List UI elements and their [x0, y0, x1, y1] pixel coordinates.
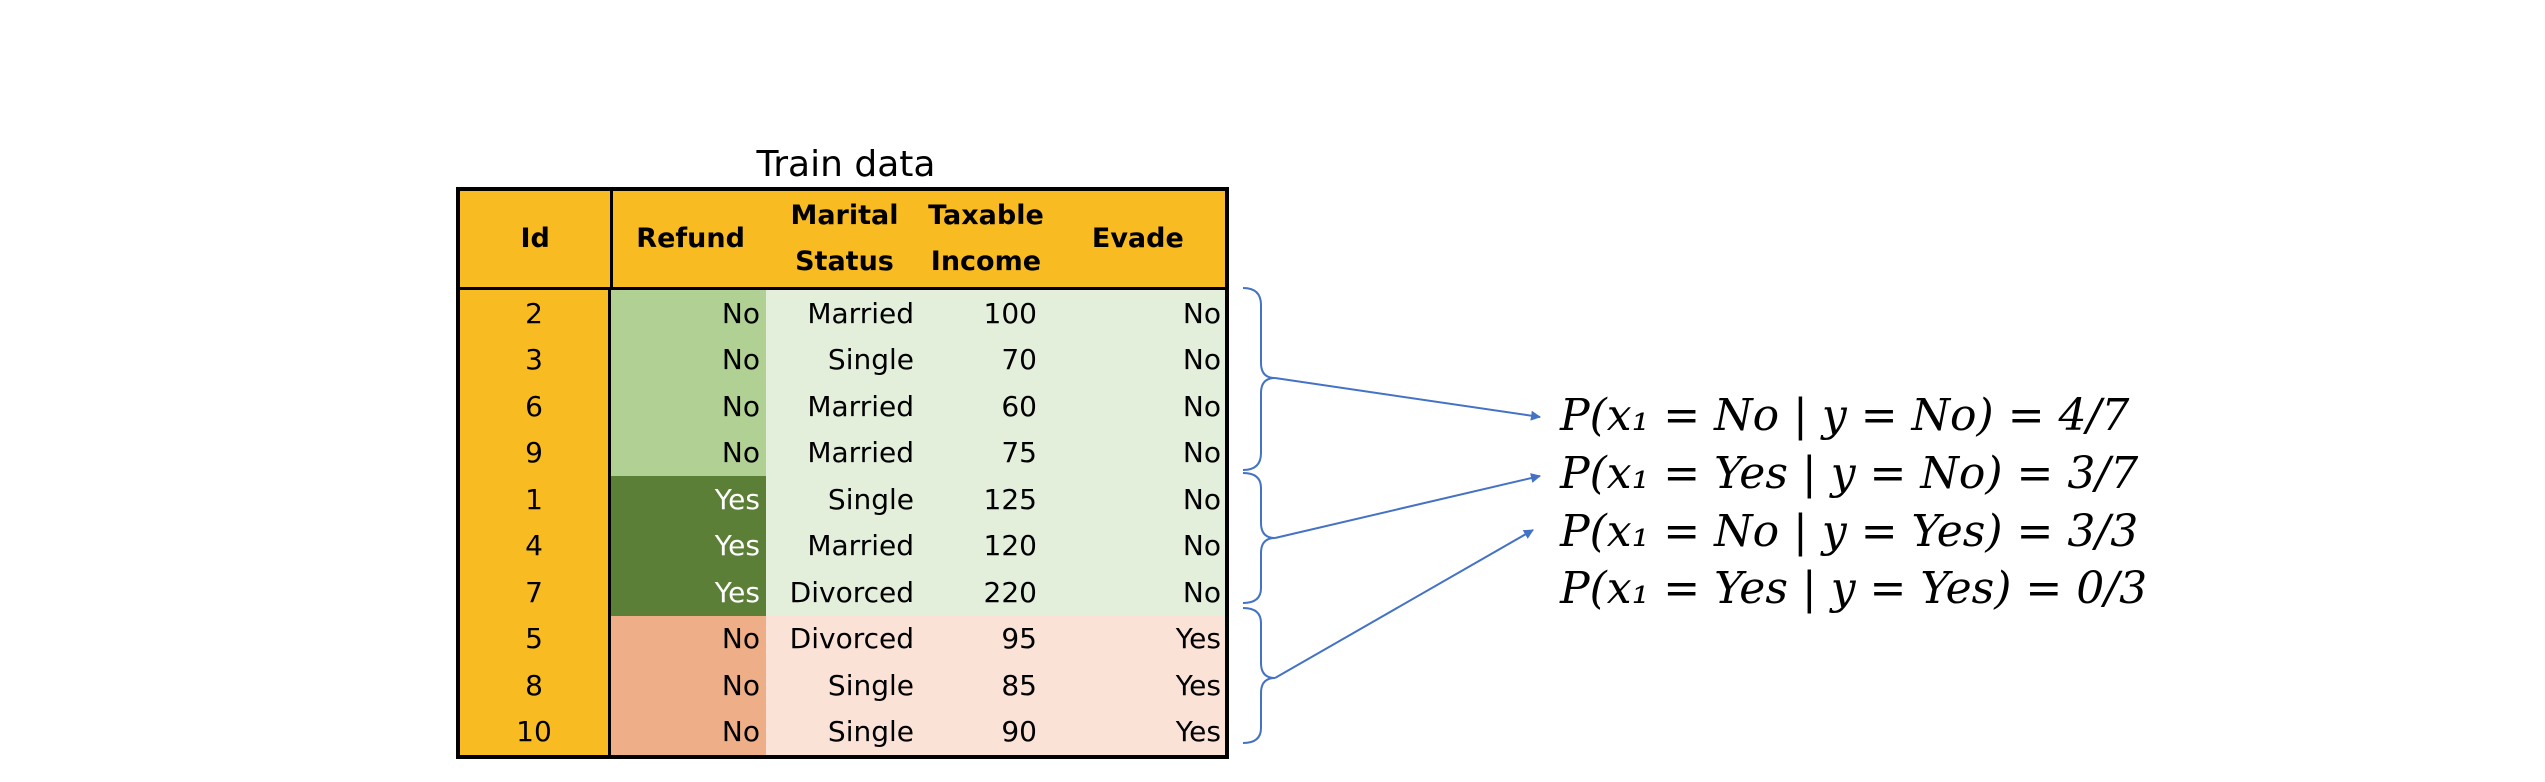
cell-taxable-income: 95 [920, 615, 1050, 662]
cell-taxable-income: 70 [920, 336, 1050, 383]
cell-taxable-income: 120 [920, 522, 1050, 569]
header-marital-status: Marital Status [790, 200, 899, 277]
cell-taxable-income: 125 [920, 476, 1050, 523]
table-title: Train data [756, 143, 936, 185]
brace-yes-no [1242, 472, 1276, 604]
table-header: Id Refund Marital Status Taxable Income … [460, 191, 1225, 290]
cell-evade: No [1050, 569, 1225, 616]
cell-taxable-income: 60 [920, 383, 1050, 430]
cell-evade: No [1050, 429, 1225, 476]
cell-refund: Yes [611, 569, 766, 616]
cell-marital-status: Married [766, 429, 920, 476]
cell-marital-status: Single [766, 662, 920, 709]
cell-refund: No [611, 429, 766, 476]
cell-refund: No [611, 383, 766, 430]
cell-refund: Yes [611, 522, 766, 569]
arrow-to-eq2 [1274, 473, 1541, 539]
cell-marital-status: Married [766, 522, 920, 569]
cell-marital-status: Single [766, 708, 920, 755]
brace-evade-yes [1242, 607, 1276, 744]
cell-marital-status: Married [766, 290, 920, 337]
header-refund: Refund [636, 223, 745, 254]
header-taxable-income: Taxable Income [928, 200, 1044, 277]
cell-taxable-income: 85 [920, 662, 1050, 709]
cell-refund: Yes [611, 476, 766, 523]
cell-id: 10 [460, 708, 611, 755]
equation-1: P(x₁ = No | y = No) = 4/7 [1560, 390, 2130, 441]
equation-2: P(x₁ = Yes | y = No) = 3/7 [1560, 448, 2139, 499]
arrow-to-eq3 [1274, 529, 1534, 679]
equation-3: P(x₁ = No | y = Yes) = 3/3 [1560, 506, 2139, 557]
cell-evade: No [1050, 383, 1225, 430]
cell-refund: No [611, 290, 766, 337]
cell-marital-status: Single [766, 476, 920, 523]
cell-taxable-income: 100 [920, 290, 1050, 337]
cell-id: 1 [460, 476, 611, 523]
cell-refund: No [611, 708, 766, 755]
cell-refund: No [611, 336, 766, 383]
cell-taxable-income: 220 [920, 569, 1050, 616]
cell-marital-status: Divorced [766, 615, 920, 662]
cell-evade: No [1050, 336, 1225, 383]
cell-evade: No [1050, 522, 1225, 569]
cell-evade: No [1050, 476, 1225, 523]
cell-taxable-income: 90 [920, 708, 1050, 755]
cell-evade: Yes [1050, 662, 1225, 709]
cell-id: 8 [460, 662, 611, 709]
cell-evade: No [1050, 290, 1225, 337]
equation-4: P(x₁ = Yes | y = Yes) = 0/3 [1560, 563, 2148, 614]
cell-id: 2 [460, 290, 611, 337]
cell-id: 9 [460, 429, 611, 476]
cell-id: 7 [460, 569, 611, 616]
cell-id: 5 [460, 615, 611, 662]
cell-evade: Yes [1050, 615, 1225, 662]
cell-id: 4 [460, 522, 611, 569]
cell-refund: No [611, 662, 766, 709]
cell-id: 6 [460, 383, 611, 430]
arrow-to-eq1 [1274, 377, 1541, 421]
cell-taxable-income: 75 [920, 429, 1050, 476]
header-evade: Evade [1091, 223, 1184, 254]
cell-marital-status: Married [766, 383, 920, 430]
brace-no-no [1242, 287, 1276, 471]
cell-marital-status: Divorced [766, 569, 920, 616]
cell-refund: No [611, 615, 766, 662]
train-data-table: Id Refund Marital Status Taxable Income … [456, 187, 1229, 759]
cell-marital-status: Single [766, 336, 920, 383]
header-id: Id [460, 191, 614, 287]
cell-id: 3 [460, 336, 611, 383]
cell-evade: Yes [1050, 708, 1225, 755]
